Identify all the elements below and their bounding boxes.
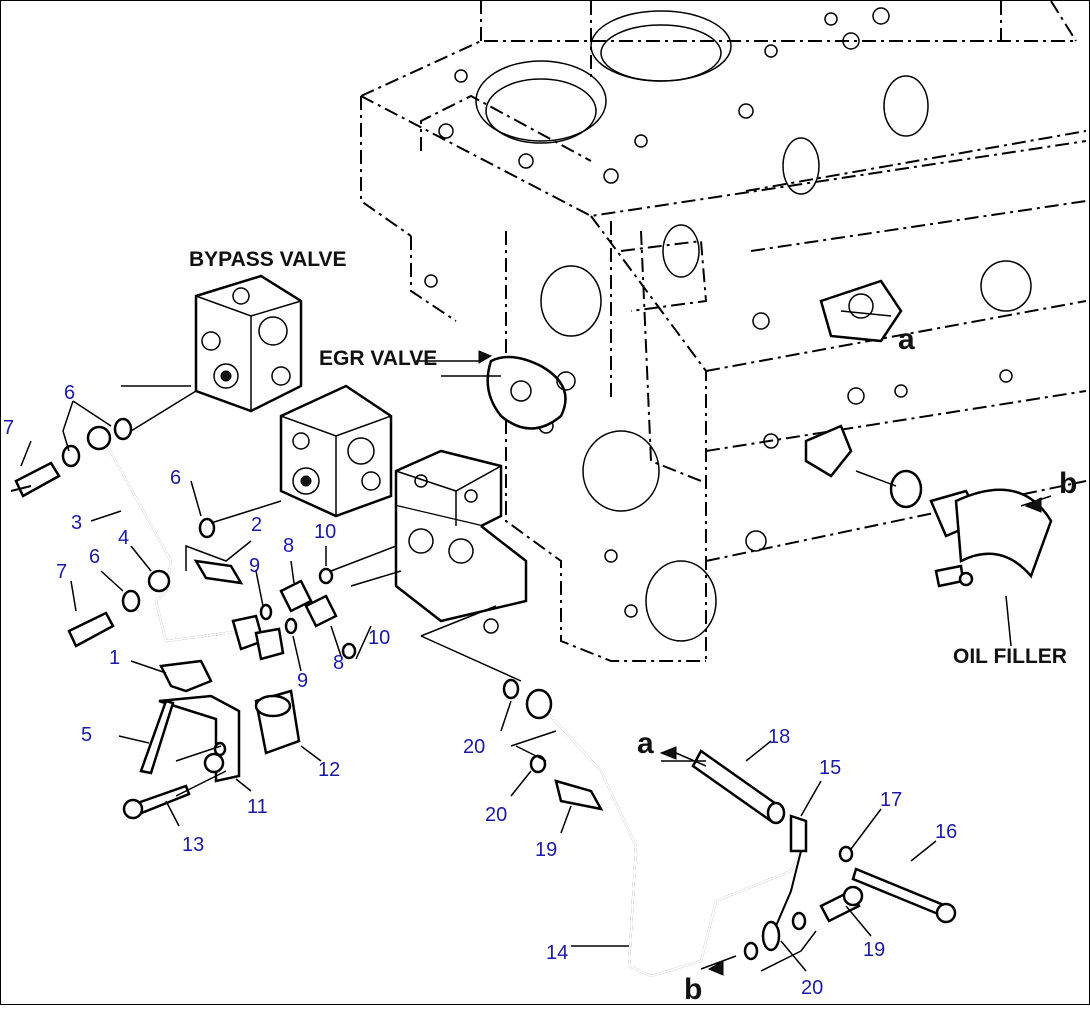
callout-6: 6 <box>89 546 100 568</box>
oil-filler-label: OIL FILLER <box>953 645 1067 668</box>
callout-10: 10 <box>368 627 390 649</box>
callout-13: 13 <box>182 834 204 856</box>
tube-3 <box>86 425 285 661</box>
callout-16: 16 <box>935 821 957 843</box>
callout-14: 14 <box>546 942 568 964</box>
egr-mount-block <box>394 449 528 634</box>
callout-18: 18 <box>768 726 790 748</box>
egr-valve <box>279 384 393 518</box>
callout-numbers: 1 2 3 4 5 6 6 6 7 7 8 8 9 9 10 10 11 12 … <box>3 382 957 999</box>
leader-lines <box>20 310 1052 972</box>
tube-14 <box>502 678 957 978</box>
small-parts <box>10 417 1053 820</box>
callout-20: 20 <box>463 736 485 758</box>
callout-20: 20 <box>801 977 823 999</box>
bypass-valve <box>194 274 303 413</box>
callout-5: 5 <box>81 724 92 746</box>
callout-7: 7 <box>56 561 67 583</box>
ref-b-oil-filler: b <box>1059 467 1077 500</box>
reference-arrows <box>478 350 1042 976</box>
callout-19: 19 <box>863 939 885 961</box>
callout-20: 20 <box>485 804 507 826</box>
egr-valve-label: EGR VALVE <box>319 347 437 370</box>
bypass-valve-label: BYPASS VALVE <box>189 248 347 271</box>
callout-9: 9 <box>297 670 308 692</box>
callout-17: 17 <box>880 789 902 811</box>
callout-19: 19 <box>535 839 557 861</box>
callout-4: 4 <box>118 527 129 549</box>
callout-10: 10 <box>314 521 336 543</box>
callout-3: 3 <box>71 512 82 534</box>
callout-6: 6 <box>64 382 75 404</box>
callout-12: 12 <box>318 759 340 781</box>
callout-8: 8 <box>283 535 294 557</box>
engine-block <box>360 0 1087 662</box>
ref-a-engine: a <box>898 323 915 356</box>
callout-15: 15 <box>819 757 841 779</box>
callout-2: 2 <box>251 514 262 536</box>
callout-7: 7 <box>3 417 14 439</box>
ref-b-tube: b <box>684 973 702 1006</box>
callout-8: 8 <box>333 652 344 674</box>
ref-a-tube: a <box>637 727 654 760</box>
callout-9: 9 <box>249 555 260 577</box>
callout-11: 11 <box>247 796 268 818</box>
callout-6: 6 <box>170 467 181 489</box>
callout-1: 1 <box>109 647 120 669</box>
